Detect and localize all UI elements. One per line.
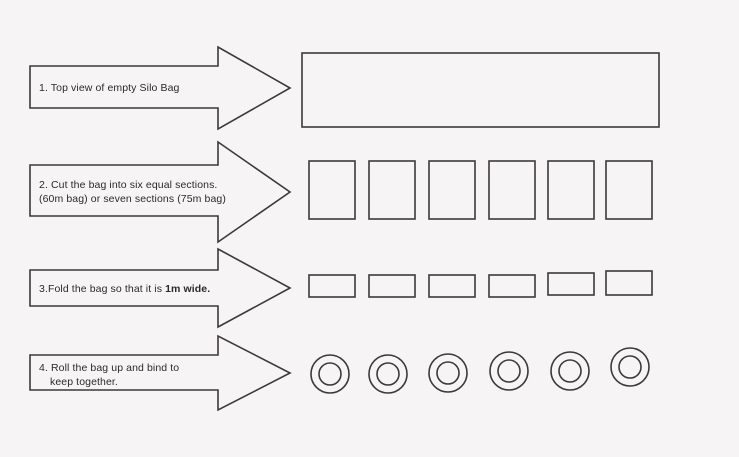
section-4 (488, 160, 536, 220)
section-3 (428, 160, 476, 220)
step-3-text: Fold the bag so that it is (47, 283, 166, 295)
step-2-arrow (29, 140, 292, 244)
folded-1 (308, 274, 356, 298)
roll-5 (550, 351, 590, 391)
roll-2 (368, 354, 408, 394)
section-6 (605, 160, 653, 220)
step-4-text-line-1: Roll the bag up and bind to (51, 362, 180, 374)
step-4-number: 4. (39, 362, 48, 374)
step-3-number: 3. (39, 283, 48, 295)
folded-sections (308, 270, 653, 298)
step-3-text-bold: 1m wide. (165, 283, 211, 295)
cut-sections (308, 160, 653, 220)
folded-3 (428, 274, 476, 298)
step-4-line-1: 4. Roll the bag up and bind to (39, 361, 179, 375)
roll-4 (489, 351, 529, 391)
step-2-number: 2. (39, 179, 48, 191)
empty-silo-bag (301, 52, 660, 128)
section-2 (368, 160, 416, 220)
step-1-arrow (29, 45, 292, 131)
step-2-label: 2. Cut the bag into six equal sections. … (39, 178, 226, 206)
step-2-text-line-1: Cut the bag into six equal sections. (51, 179, 218, 191)
roll-6 (610, 347, 650, 387)
step-1-number: 1. (39, 82, 48, 94)
roll-1 (310, 354, 350, 394)
section-1 (308, 160, 356, 220)
step-3-label: 3.Fold the bag so that it is 1m wide. (39, 282, 210, 296)
folded-6 (605, 270, 653, 296)
section-5 (547, 160, 595, 220)
folded-4 (488, 274, 536, 298)
folded-5 (547, 272, 595, 296)
step-3-arrow (29, 247, 292, 329)
roll-3 (428, 353, 468, 393)
folded-2 (368, 274, 416, 298)
step-1-text: Top view of empty Silo Bag (50, 82, 180, 94)
step-2-line-1: 2. Cut the bag into six equal sections. (39, 178, 226, 192)
step-1-label: 1. Top view of empty Silo Bag (39, 81, 179, 95)
step-4-label: 4. Roll the bag up and bind to keep toge… (39, 361, 179, 389)
rolled-bags (310, 347, 650, 394)
step-4-arrow (29, 334, 292, 412)
step-2-text-line-2: (60m bag) or seven sections (75m bag) (39, 193, 226, 205)
step-4-text-line-2: keep together. (50, 376, 118, 388)
